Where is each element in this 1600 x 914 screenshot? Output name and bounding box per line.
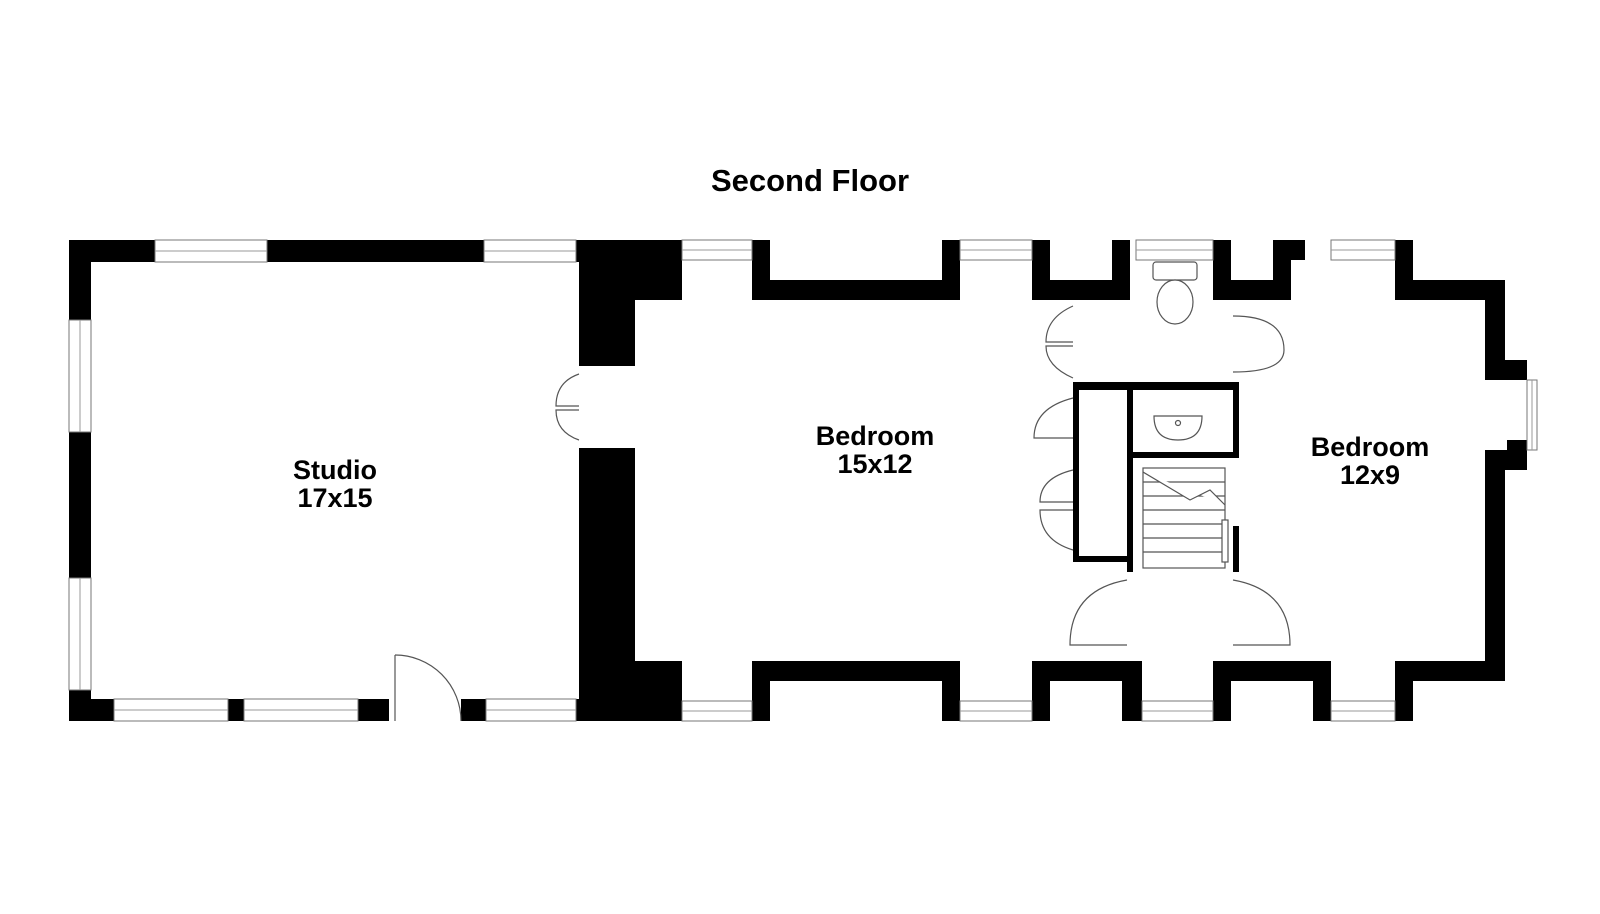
toilet-bowl-icon — [1156, 279, 1194, 325]
core-walls — [1073, 240, 1313, 721]
floor-title: Second Floor — [710, 163, 910, 198]
room-name: Bedroom — [815, 421, 935, 451]
room-size: 17x15 — [297, 483, 373, 514]
room-name: Bedroom — [1310, 432, 1430, 462]
sink-icon — [1153, 415, 1203, 441]
stairs — [1142, 467, 1229, 569]
doors — [394, 305, 1291, 722]
room-size: 12x9 — [1339, 460, 1401, 491]
room-label-bedroom-main: Bedroom 15x12 — [785, 422, 965, 479]
windows — [68, 239, 1538, 722]
bath-fixtures — [1152, 261, 1203, 441]
partition-wall — [579, 240, 682, 721]
bedroom-small-walls — [1273, 240, 1527, 721]
room-label-studio: Studio 17x15 — [255, 456, 415, 513]
room-name: Studio — [293, 455, 377, 485]
room-size: 15x12 — [837, 449, 913, 480]
toilet-tank-icon — [1152, 261, 1198, 281]
room-label-bedroom-small: Bedroom 12x9 — [1290, 433, 1450, 490]
